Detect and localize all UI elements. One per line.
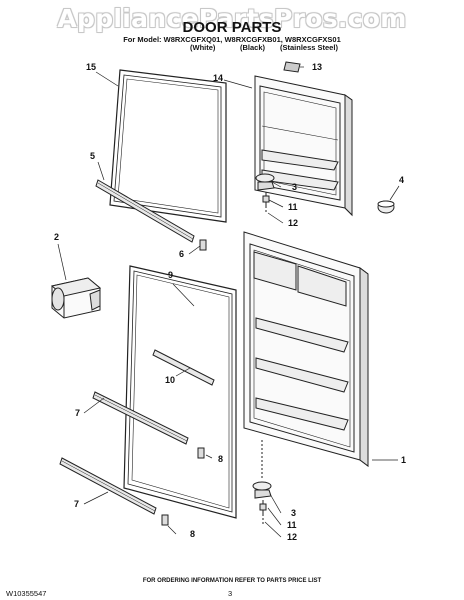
trim-end-cap-8b [161,514,169,526]
page-number: 3 [228,589,233,598]
callout-13: 13 [312,62,323,72]
door-cap-4 [377,200,395,214]
door-badge-13 [283,61,301,73]
fresh-food-door-gasket [123,265,237,519]
callout-2: 2 [54,232,60,242]
model-list: For Model: W8RXCGFXQ01, W8RXCGFXB01, W8R… [123,35,341,44]
callout-15: 15 [86,62,97,72]
dairy-compartment [50,277,102,319]
trim-end-cap-6 [199,239,207,251]
color-stainless: (Stainless Steel) [280,43,338,52]
callout-7-lower: 7 [74,499,80,509]
callout-8-upper: 8 [218,454,224,464]
callout-7-upper: 7 [75,408,81,418]
callout-10: 10 [165,375,176,385]
callout-14: 14 [213,73,224,83]
callout-11-upper: 11 [288,202,298,212]
callout-4: 4 [399,175,405,185]
upper-trim-strip [95,179,195,243]
callout-1: 1 [401,455,407,465]
callout-6: 6 [179,249,185,259]
callout-12-upper: 12 [288,218,299,228]
callout-5: 5 [90,151,96,161]
lower-hinge-parts [252,440,272,524]
page-title: DOOR PARTS [182,19,282,36]
color-white: (White) [190,43,216,52]
callout-12-lower: 12 [287,532,298,542]
callout-8-lower: 8 [190,529,196,539]
callout-3-upper: 3 [292,182,298,192]
freezer-door [254,75,353,217]
leader-lines [57,66,400,538]
freezer-door-gasket [109,69,227,223]
color-black: (Black) [240,43,266,52]
callout-9: 9 [168,270,174,280]
lower-trim-strip [59,457,157,515]
document-number: W10355547 [6,589,47,598]
center-trim-strip [152,349,215,386]
callout-11-lower: 11 [287,520,297,530]
trim-end-cap-8a [197,447,205,459]
watermark: AppliancePartsPros.com [57,4,407,33]
upper-hinge-parts [255,173,275,214]
middle-trim-strip [92,391,189,445]
ordering-note: FOR ORDERING INFORMATION REFER TO PARTS … [142,578,322,584]
fresh-food-door [243,231,369,467]
callout-3-lower: 3 [291,508,297,518]
